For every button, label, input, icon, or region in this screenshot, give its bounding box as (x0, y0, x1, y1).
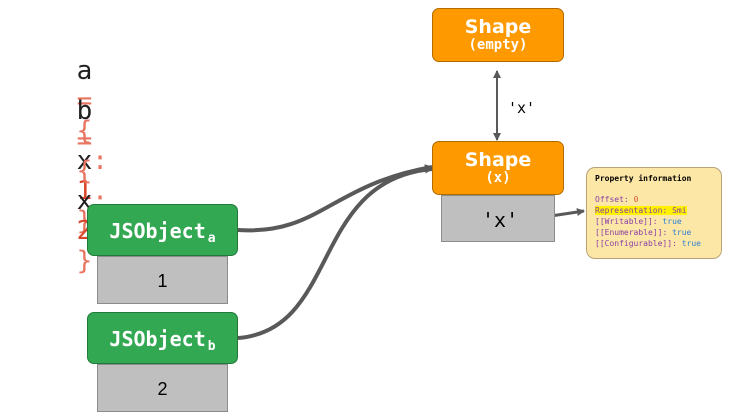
code-var: a (76, 56, 93, 86)
property-info-title: Property information (595, 174, 692, 183)
property-info-configurable: [[Configurable]]: true (595, 239, 701, 248)
code-brace-open: { (76, 116, 93, 146)
shape-empty-title: Shape (464, 16, 532, 38)
code-line-b: b = { x: 2 }; (14, 66, 108, 306)
property-info-writable: [[Writable]]: true (595, 217, 682, 226)
shape-x-box: Shape (x) (432, 141, 564, 195)
code-equals: = (76, 126, 93, 156)
property-info-box: Property information Offset: 0 Represent… (586, 167, 722, 259)
property-info-offset: Offset: 0 (595, 195, 639, 204)
code-var: b (76, 96, 93, 126)
shape-x-property-slot: 'x' (441, 195, 555, 242)
shape-empty-box: Shape (empty) (432, 8, 564, 62)
code-equals: = (76, 86, 93, 116)
code-colon: : (92, 146, 108, 176)
property-info-representation: Representation: Smi (595, 206, 687, 215)
jsobject-a-value-slot: 1 (97, 256, 228, 304)
jsobject-b-value-slot: 2 (97, 364, 228, 412)
shape-x-title: Shape (464, 149, 532, 171)
shape-x-subtitle: (x) (485, 170, 511, 186)
object-b-shape-arrow (237, 165, 433, 340)
jsobject-a-label: JSObject (109, 219, 206, 243)
transition-label: 'x' (508, 99, 536, 117)
code-key: x (76, 146, 93, 176)
jsobject-a-sub: a (207, 231, 216, 246)
jsobject-a-value: 1 (157, 271, 168, 291)
property-info-enumerable: [[Enumerable]]: true (595, 228, 692, 237)
code-value: 1 (76, 176, 93, 206)
jsobject-b-sub: b (207, 339, 216, 354)
shape-empty-subtitle: (empty) (468, 37, 528, 53)
jsobject-b-label: JSObject (109, 327, 206, 351)
shape-x-property-name: 'x' (482, 208, 519, 232)
code-brace-open: { (76, 156, 93, 186)
jsobject-b-value: 2 (157, 379, 168, 399)
